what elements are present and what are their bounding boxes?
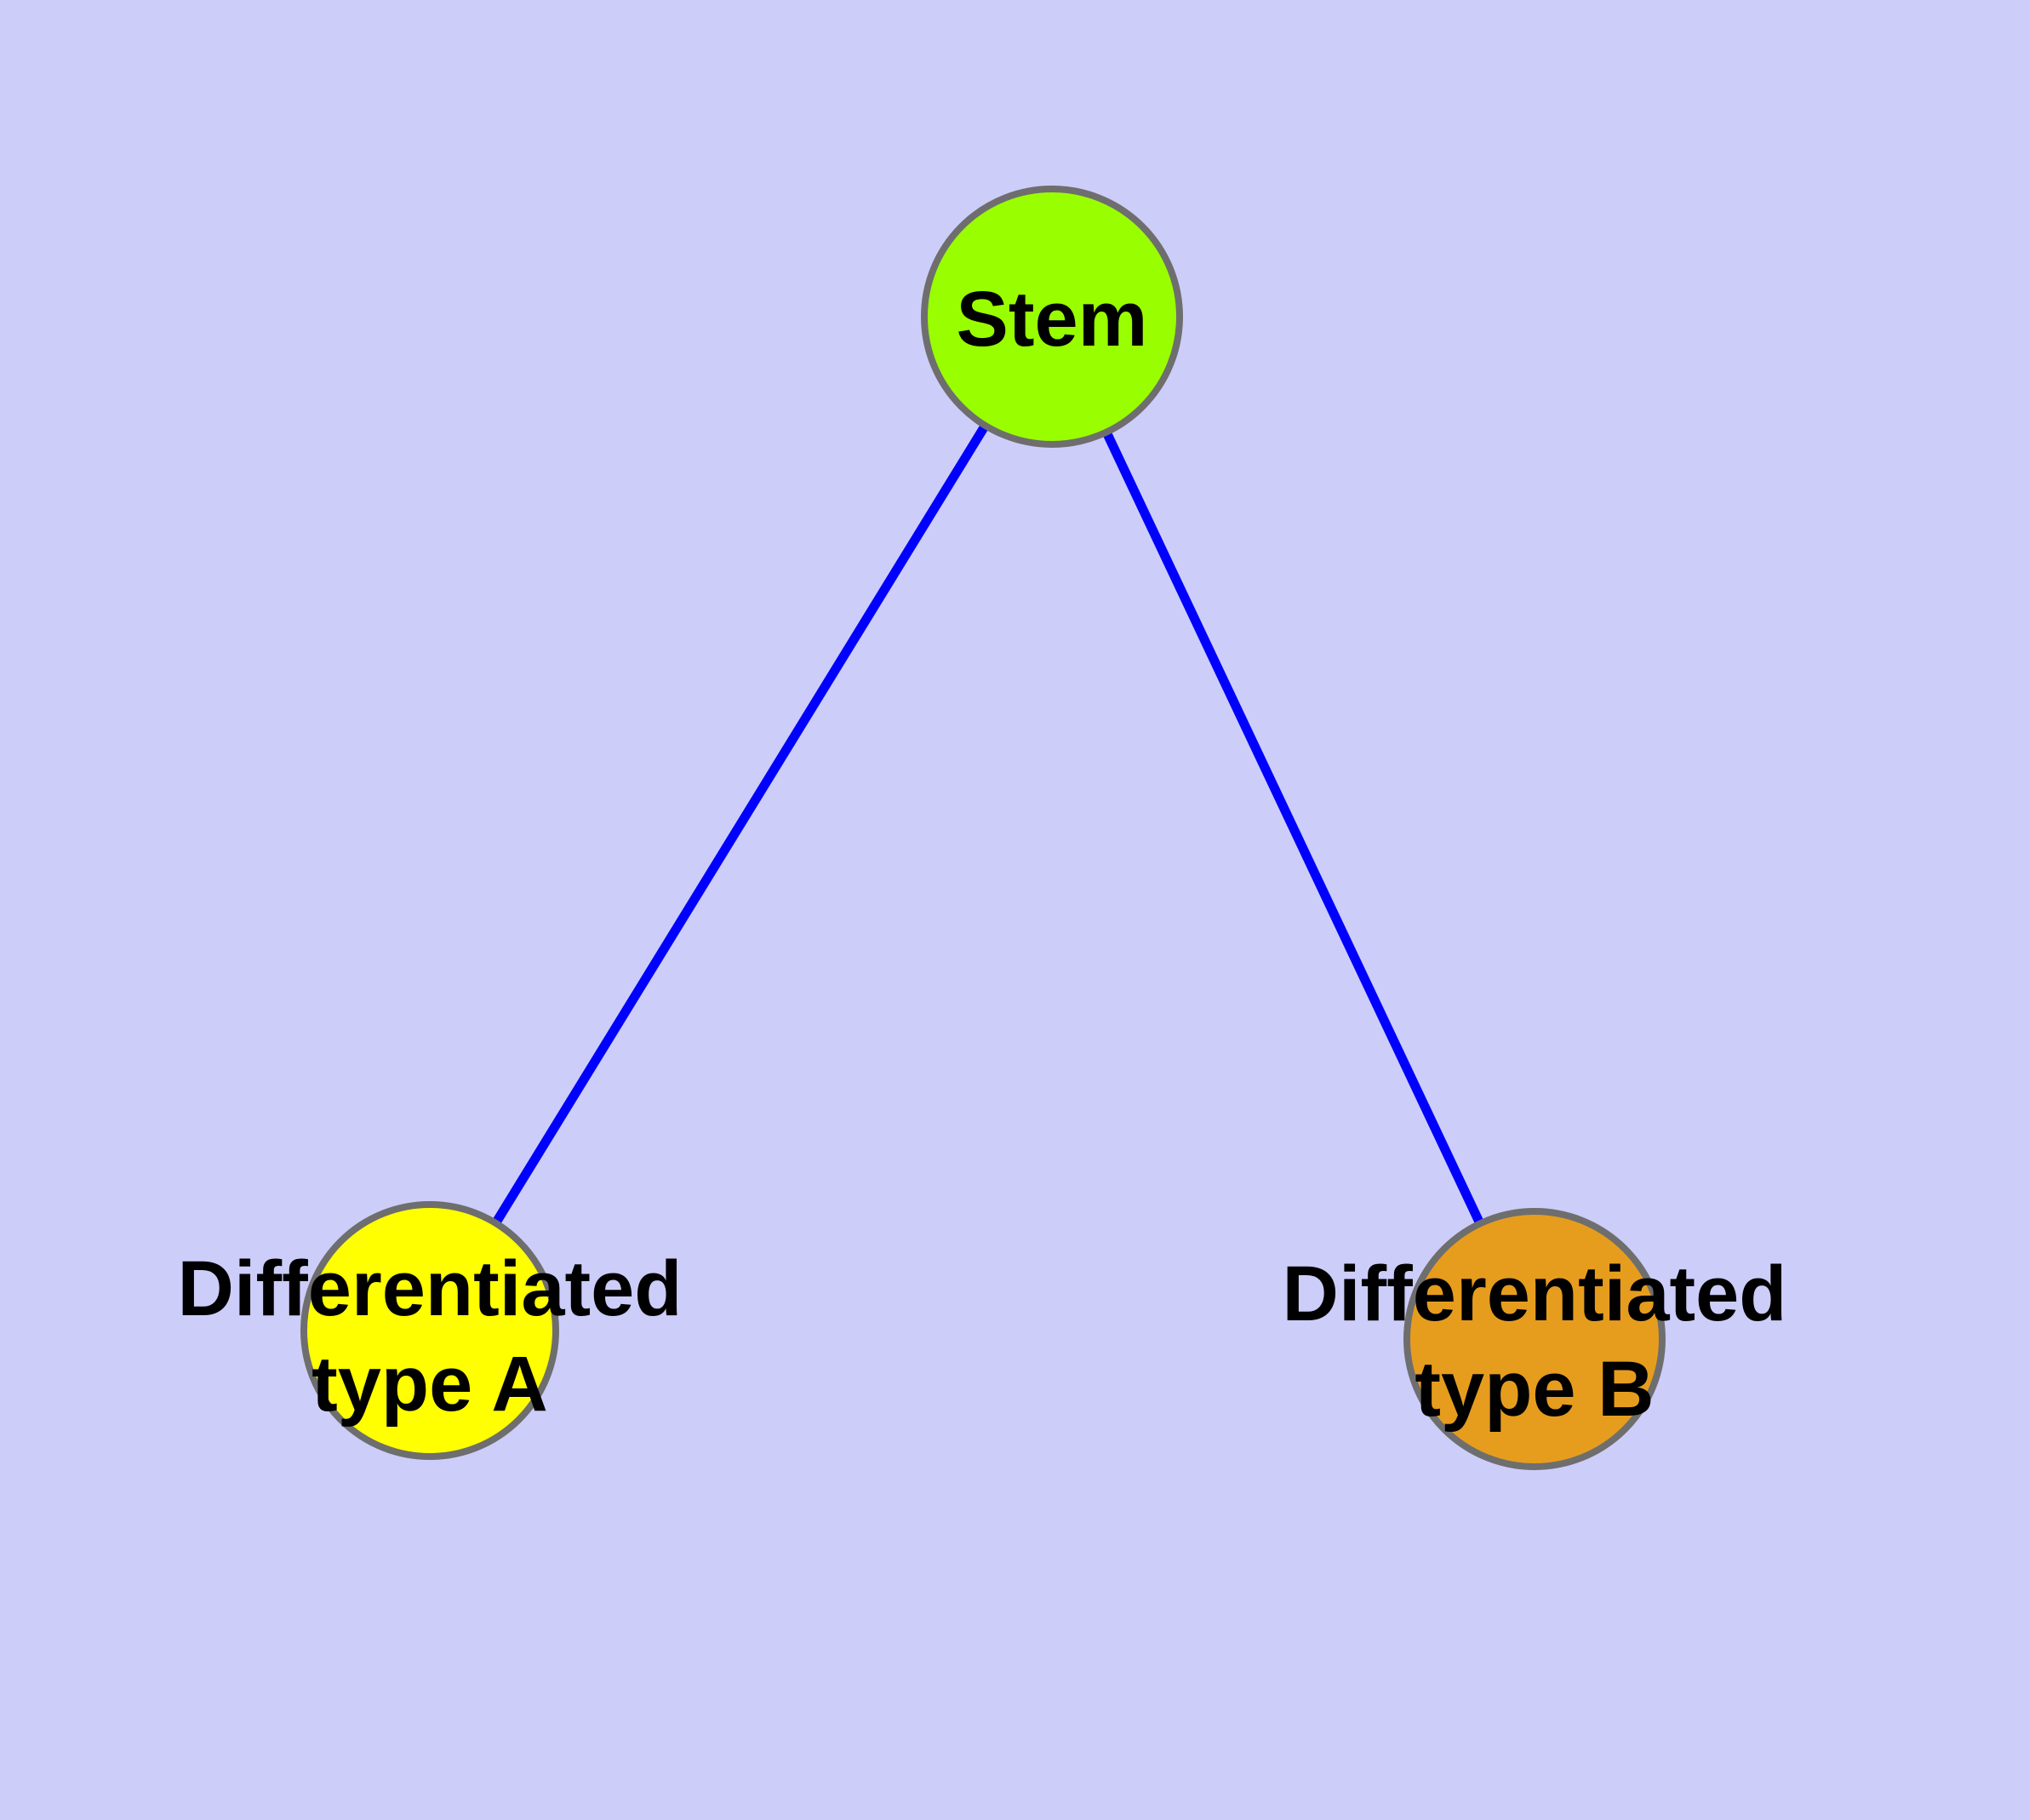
edge-stem-to-type-b [1048,314,1539,1342]
edge-layer [426,314,1539,1342]
node-type-b-label-line2: type B [1415,1346,1654,1433]
edge-stem-to-type-a [426,314,1056,1333]
label-layer: Stem Differentiated type A Differentiate… [178,276,1787,1433]
node-type-b-label: Differentiated type B [1283,1251,1787,1433]
node-type-b-circle [1403,1208,1666,1470]
node-type-a-label-line2: type A [311,1341,548,1428]
node-type-a-circle [300,1201,559,1460]
node-stem-circle [921,186,1183,448]
node-layer [300,186,1666,1470]
node-type-b-label-line1: Differentiated [1283,1251,1787,1337]
node-type-a-label-line1: Differentiated [178,1245,683,1332]
node-type-a-label: Differentiated type A [178,1245,683,1428]
node-stem-label: Stem [957,276,1148,363]
